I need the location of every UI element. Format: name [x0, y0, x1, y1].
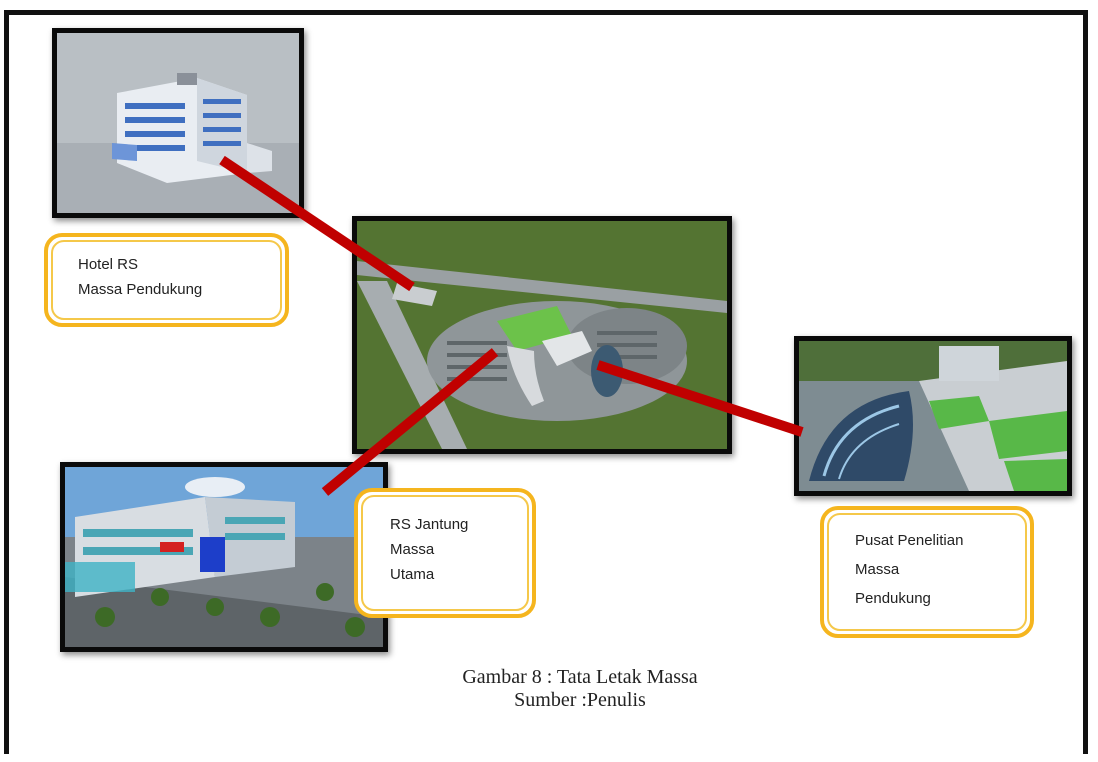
main-hospital-render-image: [60, 462, 388, 652]
main-label-line2: Massa: [390, 541, 435, 558]
main-label-line3: Utama: [390, 566, 435, 583]
research-label-line3: Pendukung: [855, 590, 931, 607]
figure-caption: Gambar 8 : Tata Letak Massa Sumber :Penu…: [380, 666, 780, 712]
figure-frame: [4, 10, 1088, 754]
hotel-render-image: [52, 28, 304, 218]
main-label-box: [354, 488, 536, 618]
hotel-label-text: Hotel RS Massa Pendukung: [78, 252, 202, 302]
research-label-box: [820, 506, 1034, 638]
research-label-line2: Massa: [855, 561, 900, 578]
research-label-line1: Pusat Penelitian: [855, 532, 964, 549]
main-label-text: RS Jantung Massa Utama: [390, 512, 468, 587]
research-center-render-image: [794, 336, 1072, 496]
research-label-text: Pusat Penelitian Massa Pendukung: [855, 526, 963, 613]
caption-source: Sumber :Penulis: [514, 689, 646, 711]
site-plan-image: [352, 216, 732, 454]
hotel-label-line1: Hotel RS: [78, 256, 139, 273]
hotel-label-line2: Massa Pendukung: [78, 281, 203, 298]
caption-title: Gambar 8 : Tata Letak Massa: [462, 666, 698, 688]
main-label-line1: RS Jantung: [390, 516, 469, 533]
